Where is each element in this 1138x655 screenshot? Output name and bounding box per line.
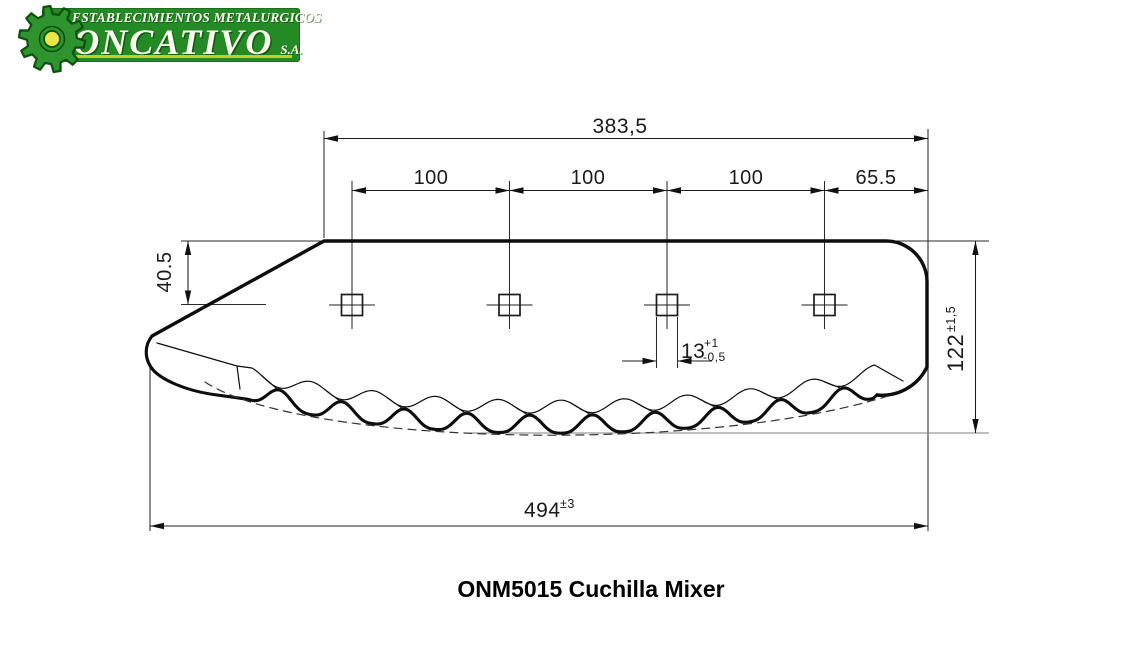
logo-company-name: ONCATIVO	[73, 22, 274, 62]
dim-hole-spacing-3-label: 100	[729, 167, 764, 189]
dim-overall-length-label: 494	[524, 499, 561, 522]
gear-hub	[43, 30, 61, 48]
logo-tagline: ESTABLECIMIENTOS METALURGICOS	[72, 10, 322, 25]
blade-nose-land	[156, 342, 241, 390]
dim-height-label: 122	[943, 334, 968, 372]
dim-height-tol: ±1,5	[944, 306, 958, 332]
logo-banner: ESTABLECIMIENTOS METALURGICOS ONCATIVO S…	[42, 8, 322, 62]
gear-icon	[17, 4, 87, 74]
dim-hole-spacing-2-label: 100	[571, 167, 606, 189]
dim-overall-length-tol: ±3	[560, 497, 575, 511]
dim-hole-size-label: 13	[681, 340, 705, 363]
extension-lines	[149, 129, 989, 531]
dim-edge-offset-label: 65.5	[856, 167, 897, 189]
blade-upper-outline	[150, 239, 929, 397]
dimension-lines	[150, 135, 979, 530]
dim-tip-drop-label: 40.5	[154, 252, 176, 293]
dim-hole-size-tol-minus: -0,5	[703, 350, 726, 364]
blade-tangent-dashed-line	[204, 381, 889, 436]
drawing-title: ONM5015 Cuchilla Mixer	[457, 576, 725, 602]
logo-underline	[58, 55, 292, 58]
logo-company-suffix: S.A.	[280, 42, 303, 57]
blade-outline	[144, 239, 929, 436]
dim-hole-spacing-1-label: 100	[414, 167, 449, 189]
blade-serration-facets	[260, 374, 844, 417]
square-holes	[329, 293, 848, 317]
blade-bevel-back-line	[236, 364, 904, 414]
blade-serrated-edge	[144, 334, 879, 435]
dim-overall-top-label: 383,5	[592, 115, 647, 138]
dim-hole-size-tol-plus: +1	[704, 336, 719, 350]
company-logo: ESTABLECIMIENTOS METALURGICOS ONCATIVO S…	[8, 3, 322, 74]
